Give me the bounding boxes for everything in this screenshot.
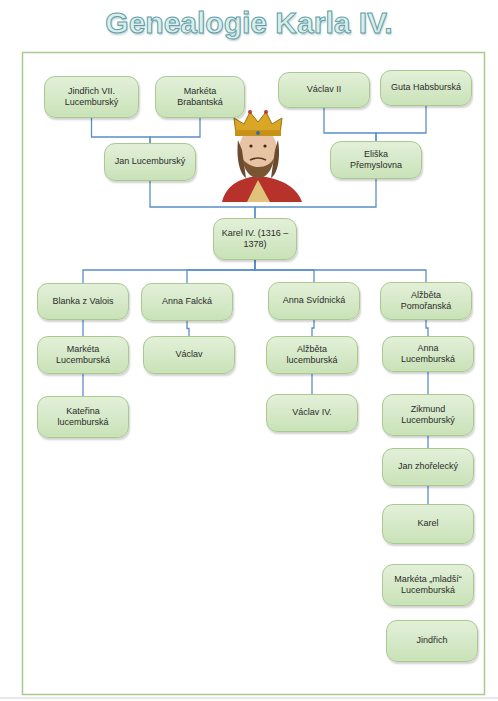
person-name: Anna Falcká [162, 296, 212, 307]
family-line [255, 260, 426, 282]
family-line [83, 260, 255, 283]
person-box: Jindřich [386, 620, 478, 662]
family-line [187, 321, 189, 336]
person-name: Guta Habsburská [391, 82, 461, 93]
person-name: Václav IV. [292, 407, 332, 418]
family-line [427, 486, 428, 504]
person-name: Karel IV. (1316 – 1378) [221, 228, 289, 251]
person-name: Jindřich VII. Lucemburský [52, 86, 131, 109]
person-name: Zikmund Lucemburský [390, 404, 466, 427]
family-line [92, 118, 151, 143]
person-name: Václav II [307, 84, 342, 95]
person-box: Anna Lucemburská [382, 336, 474, 372]
family-line [324, 108, 376, 141]
person-box: Anna Svídnická [268, 282, 360, 320]
person-name: Jindřich [416, 635, 447, 646]
family-line [426, 320, 428, 336]
family-line [312, 320, 314, 336]
person-box: Václav IV. [266, 394, 358, 432]
person-name: Anna Svídnická [283, 295, 346, 306]
person-box: Markéta Brabantská [155, 76, 245, 118]
person-box: Václav II [278, 72, 370, 108]
person-box: Kateřina lucemburská [37, 396, 129, 438]
family-line [82, 320, 83, 336]
family-line [150, 118, 200, 143]
person-box: Václav [143, 336, 235, 374]
person-name: Karel [417, 518, 438, 529]
person-name: Václav [175, 349, 202, 360]
person-name: Markéta Lucemburská [45, 344, 121, 367]
person-box: Blanka z Valois [37, 283, 129, 320]
family-line [255, 260, 314, 282]
person-box: Karel [382, 504, 474, 544]
family-line [82, 374, 83, 396]
person-name: Markéta Brabantská [163, 86, 237, 109]
family-line [311, 374, 312, 394]
person-name: Jan Lucemburský [115, 156, 186, 167]
person-box: Jan Lucemburský [104, 143, 196, 181]
family-line [187, 260, 255, 283]
person-name: Alžběta Pomořanská [388, 290, 464, 313]
family-line [427, 436, 428, 448]
person-name: Jan zhořelecký [398, 461, 458, 472]
person-box: Alžběta Pomořanská [380, 282, 472, 320]
family-line [255, 179, 376, 218]
person-name: Eliška Přemyslovna [338, 149, 414, 172]
family-line [150, 181, 255, 218]
person-name: Anna Lucemburská [390, 343, 466, 366]
person-name: Markéta „mladší“ Lucemburská [390, 574, 466, 597]
person-box: Zikmund Lucemburský [382, 394, 474, 436]
family-line [427, 372, 428, 394]
person-box: Anna Falcká [141, 283, 233, 321]
person-box: Alžběta lucemburská [266, 336, 358, 374]
family-line [376, 106, 426, 141]
person-box: Eliška Přemyslovna [330, 141, 422, 179]
person-name: Alžběta lucemburská [274, 344, 350, 367]
person-box: Jan zhořelecký [382, 448, 474, 486]
person-box: Guta Habsburská [380, 70, 472, 106]
person-box: Markéta Lucemburská [37, 336, 129, 374]
person-box: Markéta „mladší“ Lucemburská [382, 564, 474, 606]
diagram-title: Genealogie Karla IV. [0, 6, 498, 40]
person-box: Karel IV. (1316 – 1378) [213, 218, 297, 260]
person-box: Jindřich VII. Lucemburský [44, 76, 139, 118]
person-name: Kateřina lucemburská [45, 406, 121, 429]
person-name: Blanka z Valois [53, 296, 114, 307]
